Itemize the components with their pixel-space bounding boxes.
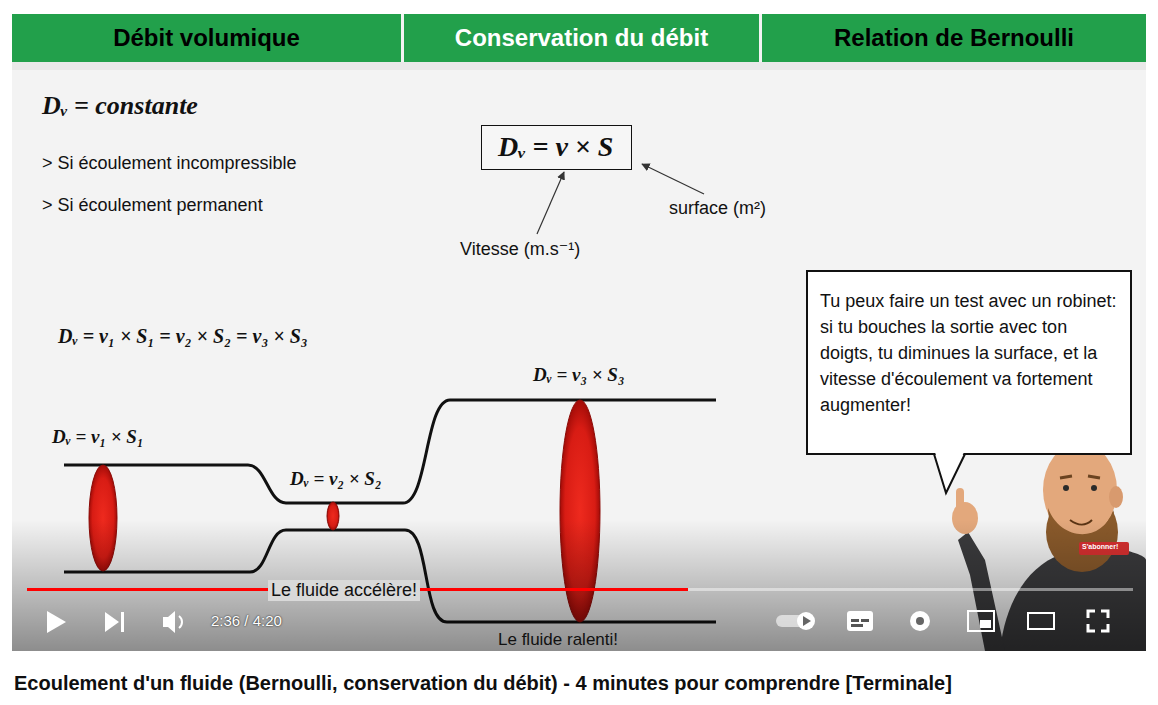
player-controls	[179, 616, 182, 628]
player-controls	[803, 616, 811, 626]
presenter-character	[1060, 476, 1100, 478]
bubble-tail	[934, 454, 965, 493]
slide-background	[12, 62, 1146, 70]
player-controls	[47, 611, 1108, 633]
player-controls	[797, 612, 815, 630]
presenter-character	[1109, 486, 1123, 508]
subscribe-badge: S'abonner!	[1082, 543, 1118, 550]
tab-title: Relation de Bernoulli	[834, 24, 1074, 52]
presenter-character	[1091, 485, 1097, 491]
player-controls	[1028, 613, 1054, 629]
tab-title: Conservation du débit	[455, 24, 708, 52]
player-controls	[916, 617, 924, 625]
bubble-text: Tu peux faire un test avec un robinet: s…	[820, 288, 1118, 418]
speech-bubble: Tu peux faire un test avec un robinet: s…	[806, 270, 1132, 455]
player-controls	[910, 611, 930, 631]
slide-background	[12, 14, 1146, 651]
flow-note: Le fluide accélère!	[268, 580, 420, 601]
formula-text: Dᵥ = v × S	[498, 130, 615, 164]
progress-bar	[27, 588, 1133, 591]
presenter-character	[1063, 485, 1069, 491]
player-controls	[847, 611, 873, 631]
player-controls	[851, 624, 863, 627]
chapter-tab: Débit volumique	[12, 14, 401, 62]
formula: Dᵥ = v₁ × S₁ = v₂ × S₂ = v₃ × S₃	[58, 325, 308, 348]
player-controls	[980, 620, 991, 628]
video-title: Ecoulement d'un fluide (Bernoulli, conse…	[14, 672, 952, 695]
chapter-tab: Conservation du débit	[404, 14, 759, 62]
chapter-tab: Relation de Bernoulli	[762, 14, 1146, 62]
player-controls	[121, 612, 124, 632]
tab-title: Débit volumique	[113, 24, 300, 52]
section-formula: Dᵥ = v₃ × S₃	[533, 364, 625, 386]
formula: Dᵥ = constante	[42, 91, 198, 121]
section-formula: Dᵥ = v₂ × S₂	[290, 468, 382, 490]
condition-note: > Si écoulement incompressible	[42, 153, 297, 174]
leader-arrow	[642, 164, 704, 194]
section-formula: Dᵥ = v₁ × S₁	[52, 426, 144, 448]
time-display: 2:36 / 4:20	[211, 612, 282, 629]
formula-box: Dᵥ = v × S	[481, 125, 632, 170]
bubble-tail	[935, 452, 964, 493]
unit-label: surface (m²)	[669, 198, 766, 219]
player-controls	[163, 611, 175, 633]
presenter-character	[956, 488, 964, 512]
player-controls	[968, 611, 994, 631]
condition-note: > Si écoulement permanent	[42, 195, 263, 216]
player-controls	[47, 611, 66, 633]
pipe-illustration	[64, 400, 716, 503]
player-controls	[851, 619, 859, 622]
player-controls	[1088, 611, 1108, 631]
player-shade	[12, 520, 1146, 651]
flow-note: Le fluide ralenti!	[498, 630, 618, 650]
progress-bar	[27, 588, 1133, 591]
player-controls	[861, 619, 869, 622]
player-controls	[105, 612, 119, 632]
leader-arrow	[537, 172, 564, 234]
unit-label: Vitesse (m.s⁻¹)	[460, 238, 580, 260]
slide-background	[12, 14, 1146, 651]
player-shade	[12, 520, 1146, 651]
